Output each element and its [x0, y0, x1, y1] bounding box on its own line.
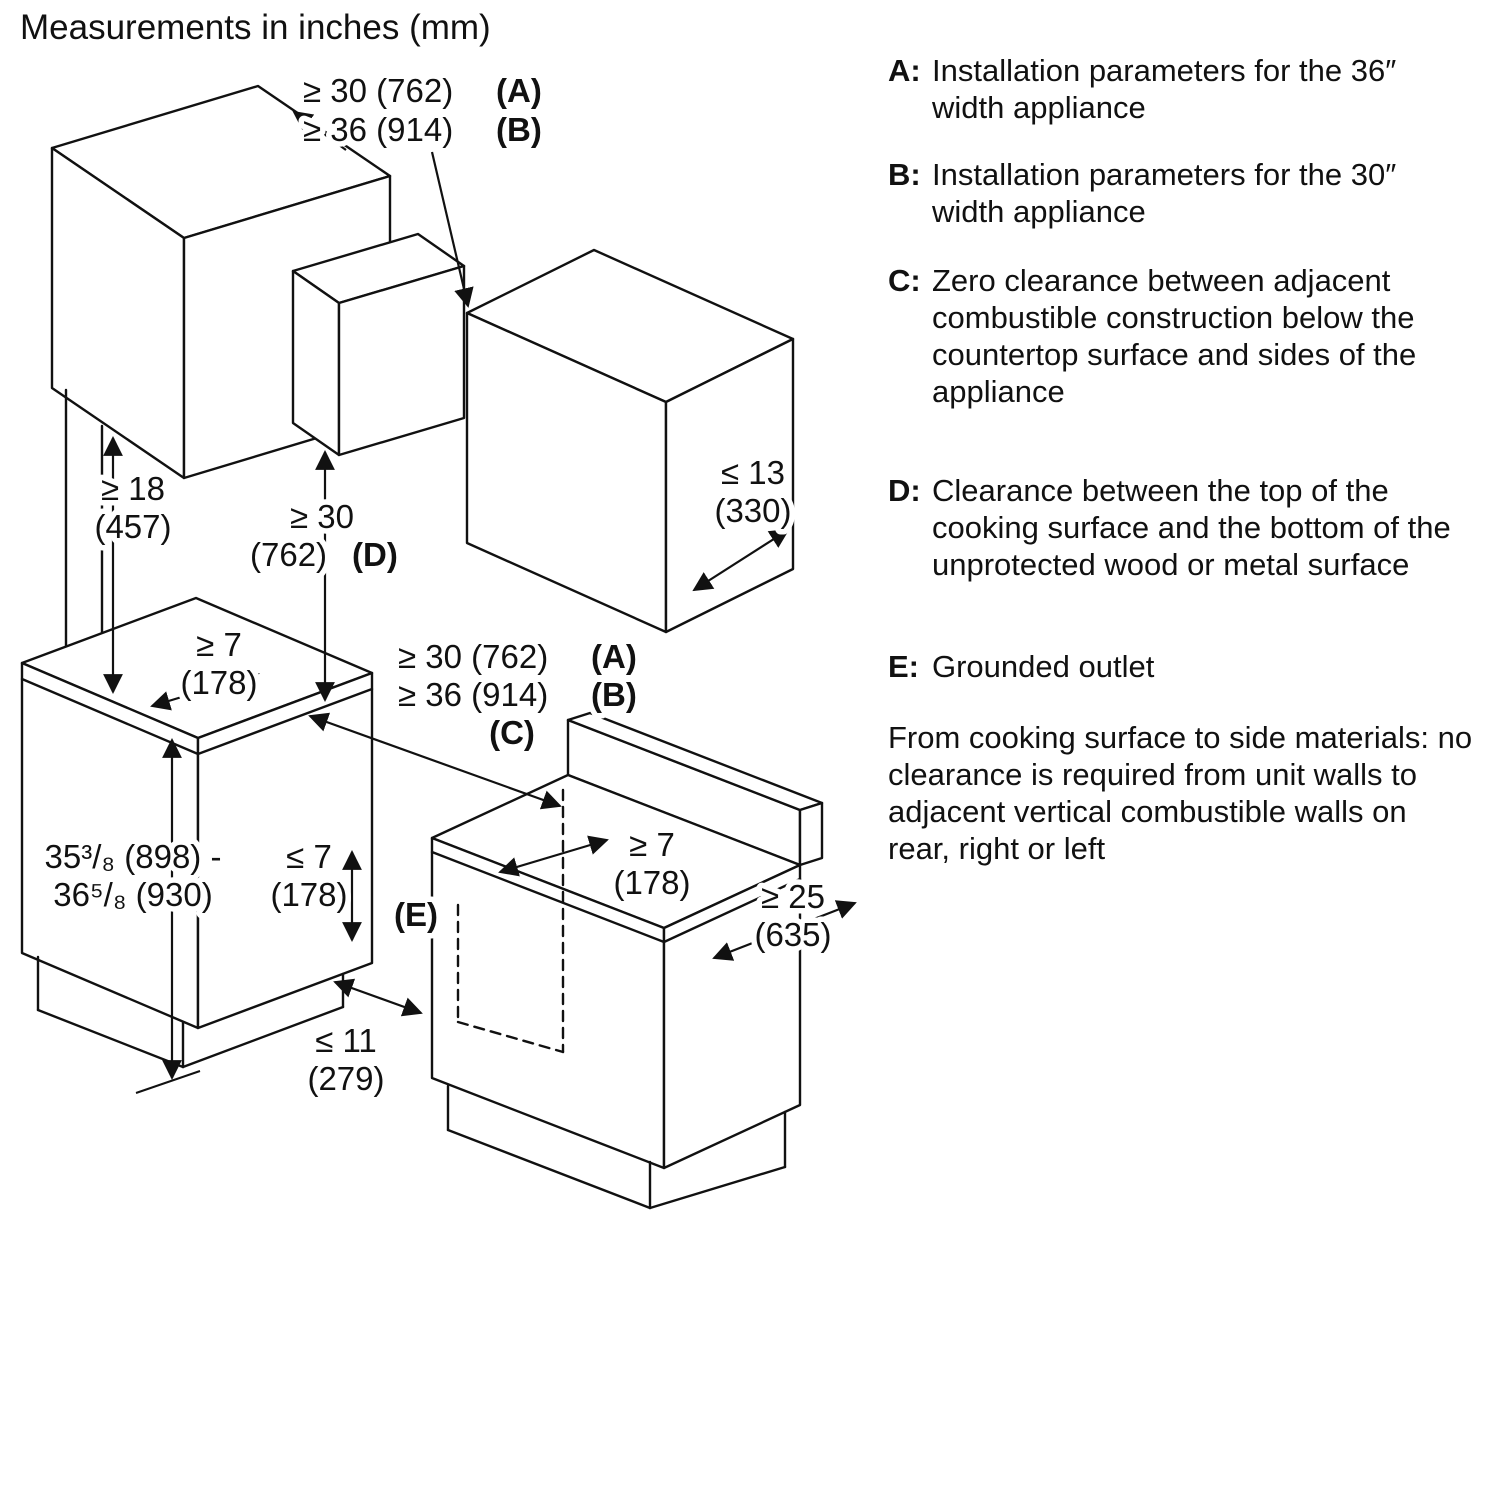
dim-opening-width-b-value: ≥ 36 (914): [398, 676, 548, 713]
dim-counter-height-value: 35³/₈ (898) -: [45, 838, 222, 875]
floor-tick: [135, 1070, 201, 1094]
countertop-edge: [430, 850, 666, 944]
page-title: Measurements in inches (mm): [20, 8, 491, 47]
outlet-key: (E): [394, 896, 438, 933]
legend-text-d: Clearance between the top of the cooking…: [932, 473, 1451, 582]
legend-key-d: D:: [888, 473, 921, 508]
dim-counter-height-mm: 36⁵/₈ (930): [53, 876, 212, 913]
leader-top-width-right: [430, 151, 474, 308]
toe-kick-edge: [181, 1005, 345, 1069]
leader-top-width-left: [292, 110, 347, 151]
dim-opening-width-c-key: (C): [489, 714, 535, 751]
back-ledge-side-face: [798, 801, 824, 867]
legend-text-b: Installation parameters for the 30″ widt…: [932, 157, 1397, 229]
dim-hood-to-cooktop-value: ≥ 30: [290, 498, 354, 535]
dim-outlet-offset-value: ≤ 11: [315, 1022, 377, 1059]
legend-text-c: Zero clearance between adjacent combusti…: [932, 263, 1417, 409]
legend-item-a: A: Installation parameters for the 36″ w…: [888, 52, 1473, 126]
legend-note: From cooking surface to side materials: …: [888, 720, 1473, 866]
duct: [64, 388, 104, 662]
dim-upper-depth-mm: (330): [714, 492, 791, 529]
dim-hood-clearance-mm: (457): [94, 508, 171, 545]
dim-lower-depth: [712, 900, 857, 961]
dim-rear-right-value: ≥ 7: [629, 826, 675, 863]
toe-kick-edge: [36, 1008, 185, 1069]
toe-kick-edge: [446, 1128, 652, 1210]
dim-top-width-b-value: ≥ 36 (914): [303, 111, 453, 148]
dim-rear-left-value: ≥ 7: [196, 626, 242, 663]
hood-front-face: [291, 269, 341, 457]
dim-hood-to-cooktop-key: (D): [352, 536, 398, 573]
legend-key-e: E:: [888, 649, 919, 684]
dim-top-width-a-key: (A): [496, 72, 542, 109]
dimension-labels: ≥ 30 (762) (A) ≥ 36 (914) (B) ≥ 18 (457)…: [39, 67, 837, 1103]
legend-text-a: Installation parameters for the 36″ widt…: [932, 53, 1397, 125]
dim-top-width-b-key: (B): [496, 111, 542, 148]
legend-item-c: C: Zero clearance between adjacent combu…: [888, 262, 1473, 410]
dim-rear-left-mm: (178): [180, 664, 257, 701]
legend-key-c: C:: [888, 263, 921, 298]
dim-outlet-offset: [333, 978, 423, 1017]
dim-opening-width: [308, 712, 562, 810]
dim-rear-left: [150, 669, 260, 711]
legend-text-e: Grounded outlet: [932, 649, 1155, 684]
dim-top-width-a-value: ≥ 30 (762): [303, 72, 453, 109]
dim-rear-right: [498, 835, 609, 877]
legend-item-d: D: Clearance between the top of the cook…: [888, 472, 1473, 583]
dim-outlet-offset-mm: (279): [307, 1060, 384, 1097]
dim-outlet-drop-value: ≤ 7: [286, 838, 332, 875]
hood-box: [291, 232, 466, 457]
legend-item-b: B: Installation parameters for the 30″ w…: [888, 156, 1473, 230]
countertop-edge: [196, 687, 374, 756]
upper-right-cabinet: [465, 248, 795, 634]
hood-right-face: [337, 264, 466, 457]
dim-outlet-drop-mm: (178): [270, 876, 347, 913]
legend-key-b: B:: [888, 157, 921, 192]
dim-opening-width-a-key: (A): [591, 638, 637, 675]
dim-upper-depth: [692, 528, 790, 592]
dim-lower-depth-value: ≥ 25: [761, 878, 825, 915]
legend: A: Installation parameters for the 36″ w…: [888, 52, 1473, 867]
dim-hood-clearance-value: ≥ 18: [101, 470, 165, 507]
range-cabinet-right: [430, 711, 824, 1210]
dim-lower-depth-mm: (635): [754, 916, 831, 953]
legend-item-e: E: Grounded outlet: [888, 648, 1473, 685]
legend-key-a: A:: [888, 53, 921, 88]
toe-kick-edge: [648, 1165, 787, 1210]
dimension-lines: [103, 110, 857, 1094]
dim-opening-width-b-key: (B): [591, 676, 637, 713]
dim-rear-right-mm: (178): [613, 864, 690, 901]
dim-upper-depth-value: ≤ 13: [721, 454, 785, 491]
hidden-cutout-edge: [456, 1020, 565, 1054]
dim-opening-width-a-value: ≥ 30 (762): [398, 638, 548, 675]
dim-hood-to-cooktop-mm: (762): [250, 536, 327, 573]
